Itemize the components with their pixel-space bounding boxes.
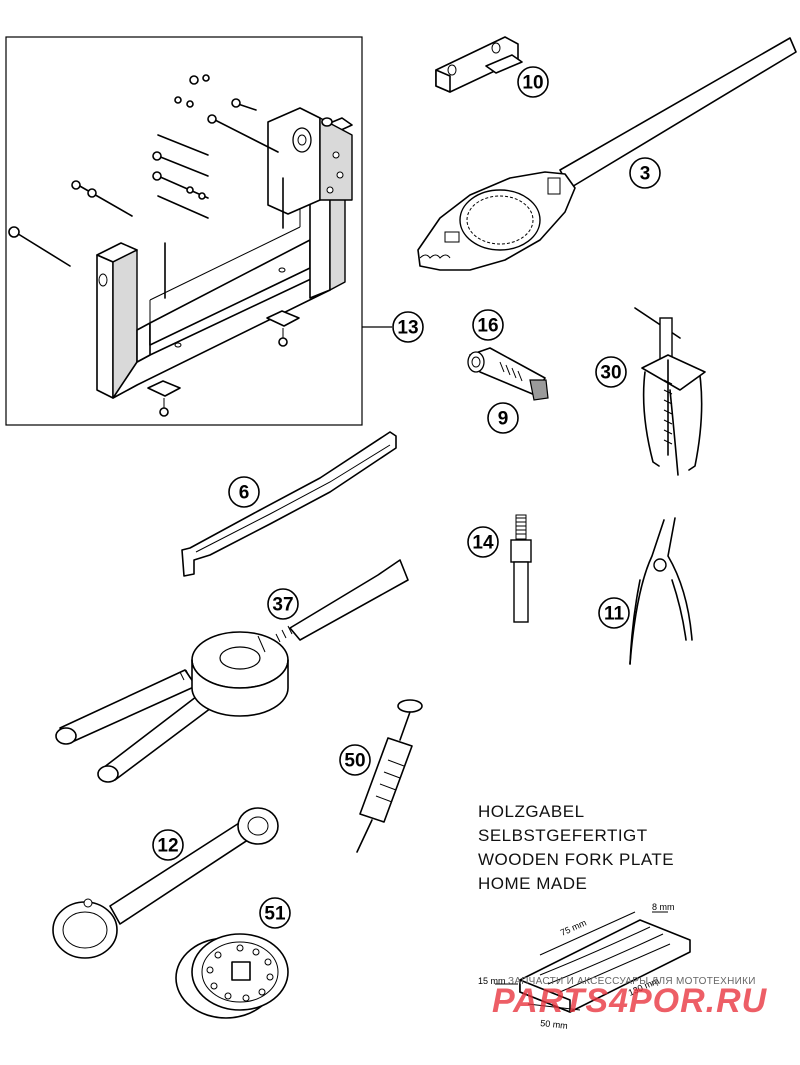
callout-9: 9 xyxy=(487,402,519,434)
callout-50: 50 xyxy=(339,744,371,776)
callout-51: 51 xyxy=(259,897,291,929)
disk-holes xyxy=(206,944,274,1002)
callout-10-label: 10 xyxy=(522,73,543,94)
note-line-2: SELBSTGEFERTIGT xyxy=(478,826,648,845)
callout-12-label: 12 xyxy=(157,836,178,857)
tool-50-grease-syringe: 50 xyxy=(339,699,423,853)
watermark-tagline: ЗАПЧАСТИ И АКСЕССУАРЫ ДЛЯ МОТОТЕХНИКИ xyxy=(508,976,756,987)
tool-11-circlip-pliers: 11 xyxy=(598,517,693,665)
callout-30: 30 xyxy=(595,356,627,388)
callout-12: 12 xyxy=(152,829,184,861)
callout-10: 10 xyxy=(517,66,549,98)
dim-15mm: 15 mm xyxy=(478,976,506,986)
callout-3: 3 xyxy=(629,157,661,189)
dim-50mm: 50 mm xyxy=(540,1018,568,1031)
callout-6-label: 6 xyxy=(239,483,250,504)
callout-51-label: 51 xyxy=(264,904,286,925)
engine-stand-bolts xyxy=(8,74,284,299)
callout-13: 13 xyxy=(392,311,424,343)
engine-stand-feet xyxy=(147,310,300,417)
tool-30-puller: 30 xyxy=(595,307,706,476)
wooden-fork-plate-note: HOLZGABEL SELBSTGEFERTIGT WOODEN FORK PL… xyxy=(478,800,674,896)
engine-stand-group: 13 xyxy=(5,36,424,426)
note-line-3: WOODEN FORK PLATE xyxy=(478,850,675,869)
callout-13-label: 13 xyxy=(397,318,418,339)
engine-stand-u-frame xyxy=(96,117,353,399)
callout-3-label: 3 xyxy=(640,164,651,185)
note-line-4: HOME MADE xyxy=(478,874,588,893)
engine-stand-frame-box xyxy=(5,36,363,426)
callout-37-label: 37 xyxy=(272,595,293,616)
tool-51-holding-disk: 51 xyxy=(175,897,291,1019)
watermark: ЗАПЧАСТИ И АКСЕССУАРЫ ДЛЯ МОТОТЕХНИКИ PA… xyxy=(492,976,768,1020)
tool-12-pin-wrench: 12 xyxy=(52,807,279,959)
callout-14-label: 14 xyxy=(472,533,494,554)
engine-stand-mount-plate xyxy=(267,107,353,215)
dim-8mm: 8 mm xyxy=(652,902,675,912)
tool-37-bearing-ring-tool: 37 xyxy=(55,559,409,783)
tool-6-spacer-bar: 6 xyxy=(181,431,397,577)
callout-30-label: 30 xyxy=(600,363,621,384)
tool-16-9-adapter: 16 9 xyxy=(467,309,549,434)
note-line-1: HOLZGABEL xyxy=(478,802,585,821)
callout-14: 14 xyxy=(467,526,499,558)
callout-16-label: 16 xyxy=(477,316,498,337)
callout-37: 37 xyxy=(267,588,299,620)
watermark-brand: PARTS4POR.RU xyxy=(492,982,768,1020)
tool-3-clutch-holder: 3 xyxy=(417,37,797,271)
callout-50-label: 50 xyxy=(344,751,365,772)
tool-14-slide-hammer: 14 xyxy=(467,514,532,623)
callout-16: 16 xyxy=(472,309,504,341)
callout-6: 6 xyxy=(228,476,260,508)
callout-9-label: 9 xyxy=(498,409,509,430)
callout-11: 11 xyxy=(598,597,630,629)
callout-11-label: 11 xyxy=(604,604,625,625)
tool-10-plate: 10 xyxy=(435,36,549,98)
